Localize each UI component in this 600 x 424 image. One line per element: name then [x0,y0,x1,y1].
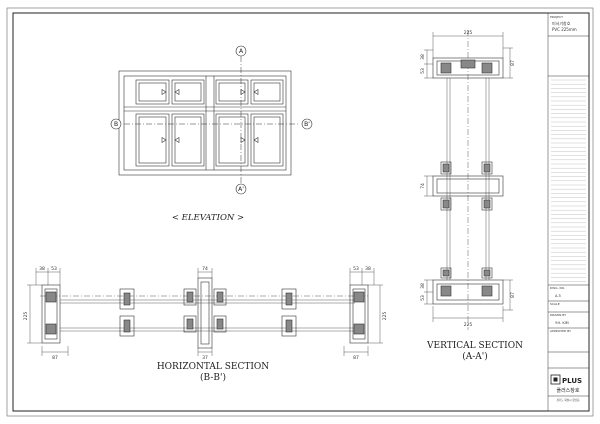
elevation-view [118,56,300,186]
elevation-title: < ELEVATION > [172,213,244,223]
marker-b-left-label: B [114,121,118,128]
title-block-ruled-lines [551,79,586,282]
section-marker-a-bottom: A' [235,183,247,195]
tb-drawn-by: Y.H. KIM [555,321,569,325]
hs-dim-right-top: 53 [353,266,359,272]
section-marker-b-right: B' [301,118,313,130]
vs-dim-bottom-left: 53 [420,295,426,301]
tb-drawing-no: A-5 [555,294,561,298]
brand-logo: PLUS [550,374,582,385]
title-block [547,12,590,412]
hs-dim-right-bottom: 87 [353,355,359,361]
brand-logo-text: PLUS [562,377,582,385]
horizontal-section-view [27,268,383,356]
vs-dim-top-right: 87 [510,60,516,66]
marker-b-right-label: B' [304,121,310,128]
hs-dim-mid-top: 74 [202,266,208,272]
tb-project-line1: 미서기창호 [552,20,571,26]
tb-drawing-no-label: DWG. NO. [550,286,565,290]
title-block-text: PROJECT 미서기창호 PVC 225mm DWG. NO. A-5 SCA… [550,15,580,402]
brand-logo-icon [550,374,561,385]
marker-a-bottom-label: A' [238,186,244,193]
vs-dim-bottom-right: 87 [510,292,516,298]
horizontal-section-title: HORIZONTAL SECTION [157,362,269,372]
horizontal-section-subtitle: (B-B') [200,372,226,383]
vertical-section-subtitle: (A-A') [462,351,488,362]
outer-border [6,7,594,417]
vs-dim-mid-left: 74 [420,183,426,189]
vertical-section-title: VERTICAL SECTION [426,341,523,351]
hs-dim-right-top2: 38 [365,266,371,272]
hs-dim-left-bottom: 87 [52,355,58,361]
vs-dim-top-width: 225 [464,30,473,36]
vs-dim-bottom-width: 225 [464,322,473,328]
section-marker-b-left: B [110,118,122,130]
vs-dim-top-left: 53 [420,68,426,74]
vs-dim-top-left2: 38 [420,54,426,60]
marker-a-top-label: A [239,48,244,55]
section-marker-a-top: A [235,45,247,57]
hs-dim-left-top2: 38 [39,266,45,272]
vertical-section-dimensions: 225 38 53 87 74 38 53 87 225 [420,30,516,328]
tb-address: 경기도 화성시 향남읍 [556,398,580,402]
hs-dim-right-side: 225 [382,312,388,321]
tb-approved-label: APPROVED BY [550,329,571,333]
brand-name: 플러스창호 [556,387,579,394]
hs-dim-left-top: 53 [51,266,57,272]
vertical-section-view [424,30,513,330]
tb-scale-label: SCALE [550,302,560,306]
tb-project-label: PROJECT [550,15,563,19]
inner-border [12,12,590,412]
vs-dim-bottom-left2: 38 [420,283,426,289]
horizontal-section-dimensions: 38 53 225 87 74 37 53 38 225 87 [23,266,388,361]
hs-dim-mid-bottom: 37 [202,355,208,361]
tb-project-line2: PVC 225mm [552,27,577,32]
tb-drawn-by-label: DRAWN BY [550,313,566,317]
hs-dim-left-side: 225 [23,312,29,321]
